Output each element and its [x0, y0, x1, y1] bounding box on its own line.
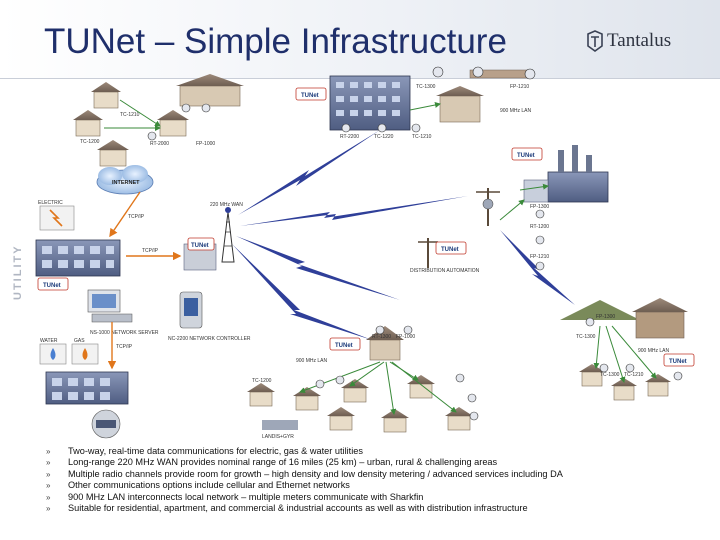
label-tc1220: TC-1220 [374, 134, 394, 140]
internet-cloud [96, 165, 154, 195]
bullet-mark: » [46, 492, 51, 502]
label-tc1300-c: TC-1300 [600, 372, 620, 378]
bubble-text-2: TUNet [517, 153, 535, 159]
utility-side-label: UTILITY [12, 244, 24, 300]
wan-bolt-right [240, 196, 468, 226]
wan-bolt-bottom [232, 244, 372, 340]
bubble-text-3: TUNet [441, 247, 459, 253]
commercial-building [329, 69, 531, 131]
bullet-text: Long-range 220 MHz WAN provides nominal … [68, 457, 498, 468]
bullet-text: Suitable for residential, apartment, and… [68, 503, 528, 514]
label-tc1210-a: TC-1210 [120, 112, 140, 118]
label-tc1200-a: TC-1200 [80, 139, 100, 145]
label-fp1300-b: FP-1300 [596, 314, 615, 320]
label-rt1200: RT-1200 [530, 224, 549, 230]
bullet-mark: » [46, 469, 51, 479]
lan-label-rural: 900 MHz LAN [638, 348, 670, 354]
label-tc1300-a: TC-1300 [416, 84, 436, 90]
lan-label-bottom: 900 MHz LAN [296, 358, 328, 364]
network-controller-label: NC-2200 NETWORK CONTROLLER [168, 336, 251, 342]
top-left-homes [73, 74, 244, 167]
wan-tower [221, 207, 235, 263]
wan-bolt-top [238, 130, 380, 215]
water-gas-icons [39, 343, 129, 439]
bullet-item: » Multiple radio channels provide room fo… [46, 469, 706, 480]
tcpip-label-b: TCP/IP [142, 248, 159, 254]
bullet-item: » Long-range 220 MHz WAN provides nominal… [46, 457, 706, 468]
water-label: WATER [40, 338, 58, 344]
tantalus-logo: Tantalus [586, 30, 671, 52]
tunet-callouts [37, 87, 695, 367]
label-tc1210-b: TC-1210 [412, 134, 432, 140]
network-server [87, 289, 133, 323]
bullet-text: Multiple radio channels provide room for… [68, 468, 563, 479]
tcpip-label-c: TCP/IP [116, 344, 133, 350]
rural-farm [560, 298, 688, 401]
wan-links [232, 130, 575, 340]
lan-links [104, 99, 657, 415]
bullet-item: » Other communications options include ce… [46, 480, 706, 491]
tcpip-links [107, 191, 182, 370]
label-fp1300-a: FP-1300 [530, 204, 549, 210]
gas-label: GAS [74, 338, 85, 344]
bullet-mark: » [46, 458, 51, 468]
label-tc1210-c: TC-1210 [624, 372, 644, 378]
bullet-mark: » [46, 504, 51, 514]
label-fp1000-a: FP-1000 [196, 141, 215, 147]
bullet-item: » Suitable for residential, apartment, an… [46, 503, 706, 514]
label-tc1300-b: TC-1300 [576, 334, 596, 340]
label-fp1000-b: FP-1000 [396, 334, 415, 340]
wan-label: 220 MHz WAN [210, 202, 243, 208]
network-controller [179, 291, 203, 329]
bullet-mark: » [46, 481, 51, 491]
slide-title: TUNet – Simple Infrastructure [44, 22, 507, 61]
electric-label: ELECTRIC [38, 200, 63, 206]
bullet-text: Other communications options include cel… [68, 480, 350, 491]
label-rt2000: RT-2000 [150, 141, 169, 147]
bullet-text: 900 MHz LAN interconnects local network … [68, 491, 424, 502]
distribution-automation-label: DISTRIBUTION AUTOMATION [410, 268, 480, 274]
label-fp1210-a: FP-1210 [510, 84, 529, 90]
tantalus-logo-icon [587, 30, 603, 52]
bullet-text: Two-way, real-time data communications f… [68, 446, 363, 456]
internet-label: INTERNET [112, 180, 140, 186]
wan-bolt-mid [236, 236, 400, 300]
bubble-text-6: TUNet [335, 343, 353, 349]
tunet-callout-texts: TUNet TUNet TUNet TUNet TUNet TUNet TUNe… [43, 93, 687, 365]
bubble-text-7: TUNet [669, 359, 687, 365]
bullet-item: » 900 MHz LAN interconnects local network… [46, 492, 706, 503]
distribution-pole [418, 188, 500, 268]
logo-text: Tantalus [607, 30, 672, 51]
meters [147, 66, 683, 421]
label-fp1210-b: FP-1210 [530, 254, 549, 260]
network-server-label: NS-1000 NETWORK SERVER [90, 330, 159, 336]
label-tc1200-b: TC-1200 [252, 378, 272, 384]
bullet-mark: » [46, 447, 51, 456]
label-rt2200: RT-2200 [340, 134, 359, 140]
bubble-text-1: TUNet [301, 93, 319, 99]
residential-neighbourhood [247, 326, 473, 433]
bullet-list: » Two-way, real-time data communications … [46, 446, 706, 514]
lan-label-top: 900 MHz LAN [500, 108, 532, 114]
gas-meter-brand: LANDIS+GYR [262, 434, 294, 440]
bullet-item: » Two-way, real-time data communications … [46, 446, 706, 457]
bubble-text-4: TUNet [191, 243, 209, 249]
tcpip-label-a: TCP/IP [128, 214, 145, 220]
label-rt1300: RT-1300 [372, 334, 391, 340]
bubble-text-5: TUNet [43, 283, 61, 289]
